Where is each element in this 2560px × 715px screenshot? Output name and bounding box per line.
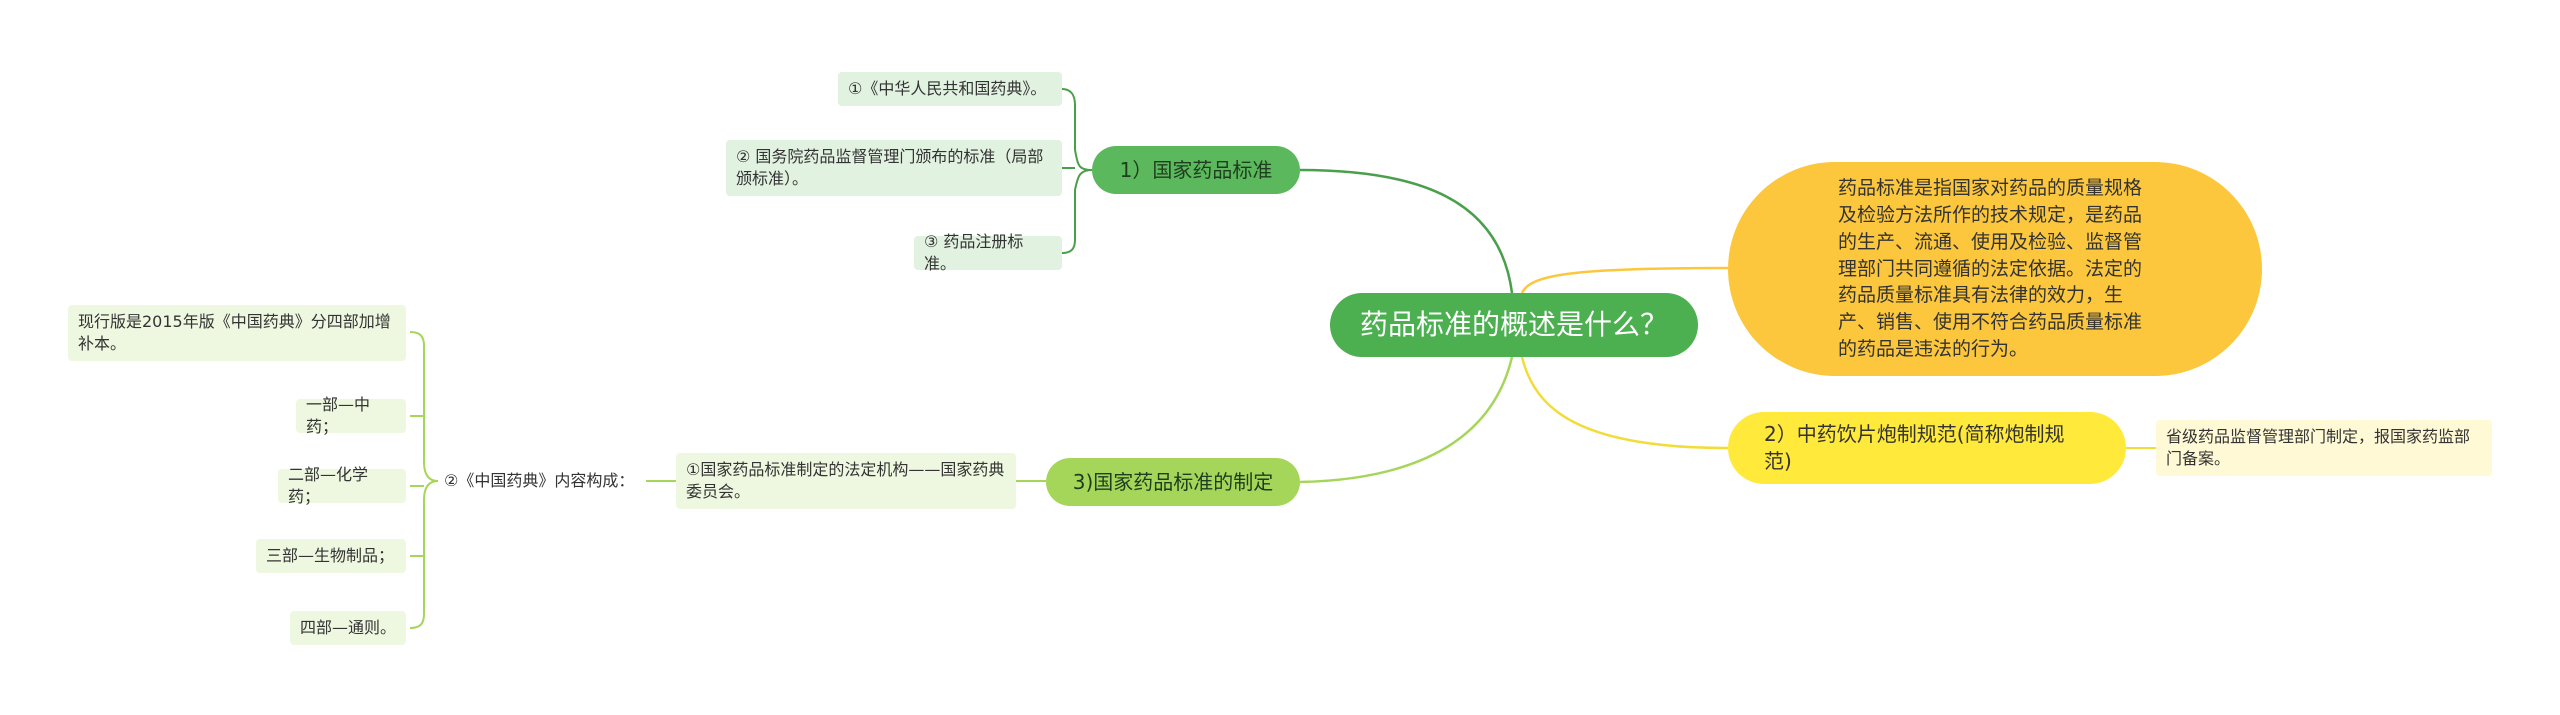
national-child-registration-standard[interactable]: ③ 药品注册标准。 (914, 232, 1062, 273)
composition-item-part-two[interactable]: 二部—化学药； (278, 465, 406, 506)
definition-node[interactable]: 药品标准是指国家对药品的质量规格及检验方法所作的技术规定，是药品的生产、流通、使… (1728, 162, 2262, 376)
edge-root-making (1299, 356, 1514, 484)
herbal-note[interactable]: 省级药品监督管理部门制定，报国家药监部门备案。 (2156, 420, 2492, 476)
branch-herbal-processing[interactable]: 2）中药饮片炮制规范(简称炮制规范) (1728, 412, 2126, 484)
branch-national-standard[interactable]: 1）国家药品标准 (1092, 146, 1300, 194)
root-topic[interactable]: 药品标准的概述是什么？ (1330, 293, 1698, 357)
composition-item-part-four[interactable]: 四部—通则。 (290, 611, 406, 645)
composition-item-part-three[interactable]: 三部—生物制品； (256, 539, 406, 573)
making-child-committee[interactable]: ①国家药品标准制定的法定机构——国家药典委员会。 (676, 453, 1016, 509)
composition-item-part-one[interactable]: 一部—中药； (296, 395, 406, 436)
edge-sub-bracket (409, 331, 439, 629)
edge-root-national (1299, 168, 1514, 294)
edge-root-herbal (1520, 356, 1729, 450)
composition-item-current-edition[interactable]: 现行版是2015年版《中国药典》分四部加增补本。 (68, 305, 406, 361)
edge-national-bracket (1061, 88, 1093, 254)
branch-standard-making[interactable]: 3)国家药品标准的制定 (1046, 458, 1300, 506)
national-child-pharmacopoeia[interactable]: ①《中华人民共和国药典》。 (838, 72, 1062, 106)
making-sub-composition[interactable]: ②《中国药典》内容构成： (444, 471, 635, 491)
edge-root-definition (1520, 266, 1729, 294)
national-child-ministry-standard[interactable]: ② 国务院药品监督管理门颁布的标准（局部颁标准）。 (726, 140, 1062, 196)
